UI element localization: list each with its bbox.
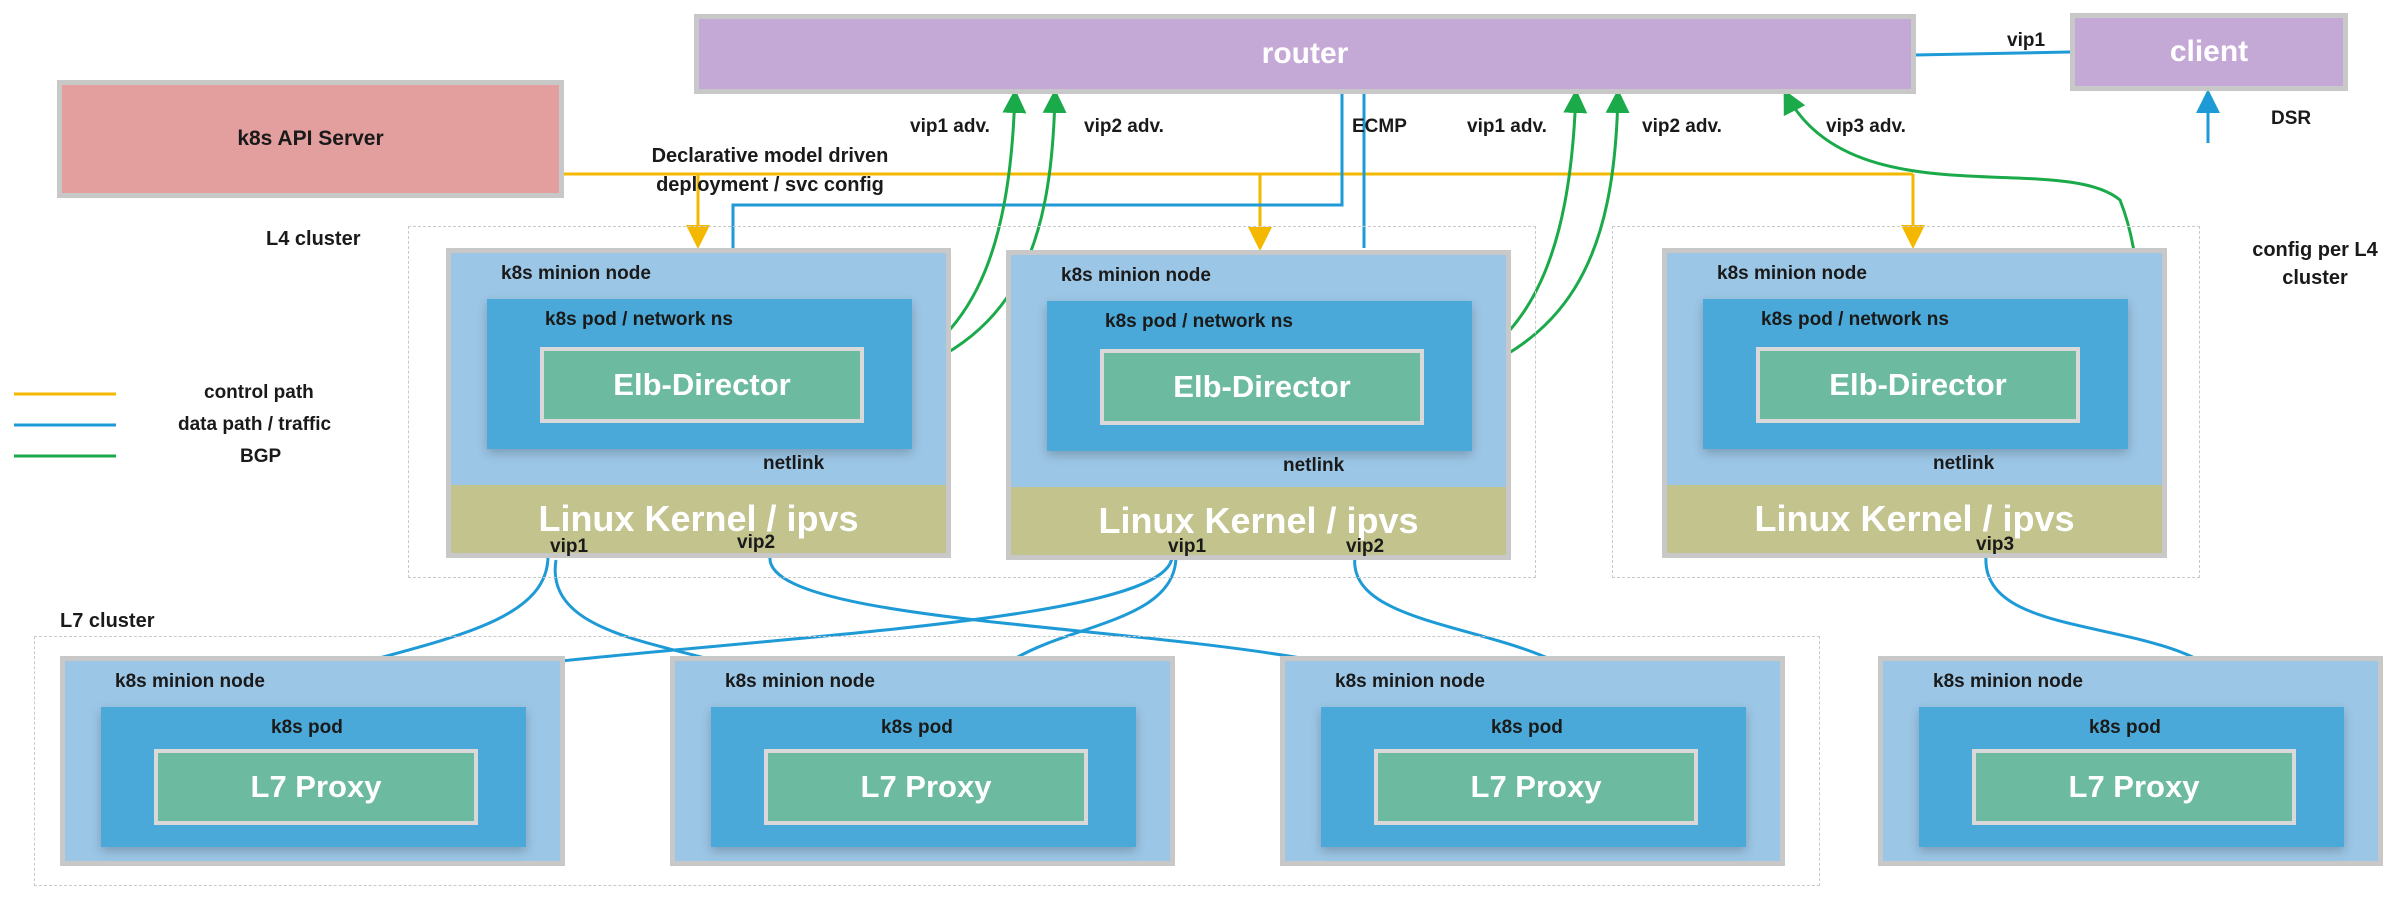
l4-node-1-pod: k8s pod / network ns Elb-Director <box>487 299 912 449</box>
l4-node-2-elb-director: Elb-Director <box>1100 349 1424 425</box>
l4-node-1-kernel-label: Linux Kernel / ipvs <box>538 498 859 539</box>
l7-node-2-label: k8s minion node <box>725 671 875 692</box>
l4-node-3: k8s minion node k8s pod / network ns Elb… <box>1662 248 2167 558</box>
l4-cluster-region-a <box>408 226 1536 578</box>
l4-node-1: k8s minion node k8s pod / network ns Elb… <box>446 248 951 558</box>
l7-node-3-pod-label: k8s pod <box>1491 717 1563 738</box>
config-per-cluster: config per L4 cluster <box>2230 236 2400 292</box>
l7-node-1-proxy-label: L7 Proxy <box>250 769 382 804</box>
l7-node-3-pod: k8s pod L7 Proxy <box>1321 707 1746 847</box>
adv-label-n1-vip1: vip1 adv. <box>910 116 990 137</box>
l4-node-3-vip3: vip3 <box>1976 534 2015 555</box>
router-label: router <box>1261 37 1349 70</box>
l4-node-3-elb-director: Elb-Director <box>1756 347 2080 423</box>
l7-node-4-pod: k8s pod L7 Proxy <box>1919 707 2344 847</box>
l4-node-2-label: k8s minion node <box>1061 265 1211 286</box>
l4-node-1-kernel: Linux Kernel / ipvs <box>451 485 946 553</box>
config-text-line2: deployment / svc config <box>656 174 884 196</box>
l7-node-4-proxy: L7 Proxy <box>1972 749 2296 825</box>
l4-node-2-vip2: vip2 <box>1346 536 1385 557</box>
l4-node-1-pod-label: k8s pod / network ns <box>545 309 733 330</box>
l4-node-1-vip2: vip2 <box>737 532 776 553</box>
adv-label-n2-vip1: vip1 adv. <box>1467 116 1547 137</box>
l4-node-3-netlink-label: netlink <box>1933 453 1995 474</box>
l4-node-3-kernel: Linux Kernel / ipvs <box>1667 485 2162 553</box>
router-box: router <box>694 14 1916 94</box>
client-vip1-line <box>1913 50 2071 57</box>
adv-label-n2-vip2: vip2 adv. <box>1642 116 1722 137</box>
l4-node-2-kernel: Linux Kernel / ipvs <box>1011 487 1506 555</box>
client-label: client <box>2169 35 2249 68</box>
l7-node-3-label: k8s minion node <box>1335 671 1485 692</box>
l4-node-2: k8s minion node k8s pod / network ns Elb… <box>1006 250 1511 560</box>
config-text-line1: Declarative model driven <box>651 145 889 167</box>
l4-node-1-label: k8s minion node <box>501 263 651 284</box>
l7-node-1-pod: k8s pod L7 Proxy <box>101 707 526 847</box>
l7-node-2-pod: k8s pod L7 Proxy <box>711 707 1136 847</box>
l7-node-2-proxy-label: L7 Proxy <box>860 769 992 804</box>
l7-node-1-label: k8s minion node <box>115 671 265 692</box>
l7-node-1-pod-label: k8s pod <box>271 717 343 738</box>
l4-cluster-region-b <box>1612 226 2200 578</box>
dsr-label: DSR <box>2271 108 2312 129</box>
l7-node-3: k8s minion node k8s pod L7 Proxy <box>1280 656 1785 866</box>
l7-node-2: k8s minion node k8s pod L7 Proxy <box>670 656 1175 866</box>
config-text: Declarative model driven deployment / sv… <box>620 142 920 200</box>
api-server-label: k8s API Server <box>237 127 384 150</box>
l7-node-3-proxy: L7 Proxy <box>1374 749 1698 825</box>
ecmp-label: ECMP <box>1352 116 1407 137</box>
l4-cluster-label: L4 cluster <box>266 228 361 250</box>
adv-label-n1-vip2: vip2 adv. <box>1084 116 1164 137</box>
l4-node-2-vip1: vip1 <box>1168 536 1207 557</box>
l4-node-3-elb-director-label: Elb-Director <box>1829 367 2007 402</box>
legend-label-bgp: BGP <box>240 446 282 467</box>
l7-node-4: k8s minion node k8s pod L7 Proxy <box>1878 656 2383 866</box>
l4-node-3-kernel-label: Linux Kernel / ipvs <box>1754 498 2075 539</box>
l4-node-2-kernel-label: Linux Kernel / ipvs <box>1098 500 1419 541</box>
l4-node-2-pod-label: k8s pod / network ns <box>1105 311 1293 332</box>
l7-node-4-proxy-label: L7 Proxy <box>2068 769 2200 804</box>
config-per-cluster-line2: cluster <box>2282 267 2348 289</box>
l7-cluster-region <box>34 636 1820 886</box>
adv-label-n3-vip3: vip3 adv. <box>1826 116 1906 137</box>
l7-node-1-proxy: L7 Proxy <box>154 749 478 825</box>
l7-cluster-label: L7 cluster <box>60 610 155 632</box>
l7-node-2-proxy: L7 Proxy <box>764 749 1088 825</box>
l4-node-3-label: k8s minion node <box>1717 263 1867 284</box>
l4-node-2-elb-director-label: Elb-Director <box>1173 369 1351 404</box>
l4-node-3-pod: k8s pod / network ns Elb-Director <box>1703 299 2128 449</box>
l4-node-1-elb-director: Elb-Director <box>540 347 864 423</box>
l4-node-2-pod: k8s pod / network ns Elb-Director <box>1047 301 1472 451</box>
config-per-cluster-line1: config per L4 <box>2252 239 2378 261</box>
legend-label-control: control path <box>204 382 314 403</box>
l7-node-1: k8s minion node k8s pod L7 Proxy <box>60 656 565 866</box>
l4-node-2-netlink-label: netlink <box>1283 455 1345 476</box>
l4-node-1-vip1: vip1 <box>550 536 589 557</box>
l4-node-1-elb-director-label: Elb-Director <box>613 367 791 402</box>
l7-node-4-label: k8s minion node <box>1933 671 2083 692</box>
l7-node-2-pod-label: k8s pod <box>881 717 953 738</box>
api-server-box: k8s API Server <box>57 80 564 198</box>
l4-node-3-pod-label: k8s pod / network ns <box>1761 309 1949 330</box>
legend-label-data: data path / traffic <box>178 414 332 435</box>
client-box: client <box>2070 13 2348 91</box>
l4-node-1-netlink-label: netlink <box>763 453 825 474</box>
client-vip1-label: vip1 <box>2007 30 2046 51</box>
l7-node-3-proxy-label: L7 Proxy <box>1470 769 1602 804</box>
l7-node-4-pod-label: k8s pod <box>2089 717 2161 738</box>
